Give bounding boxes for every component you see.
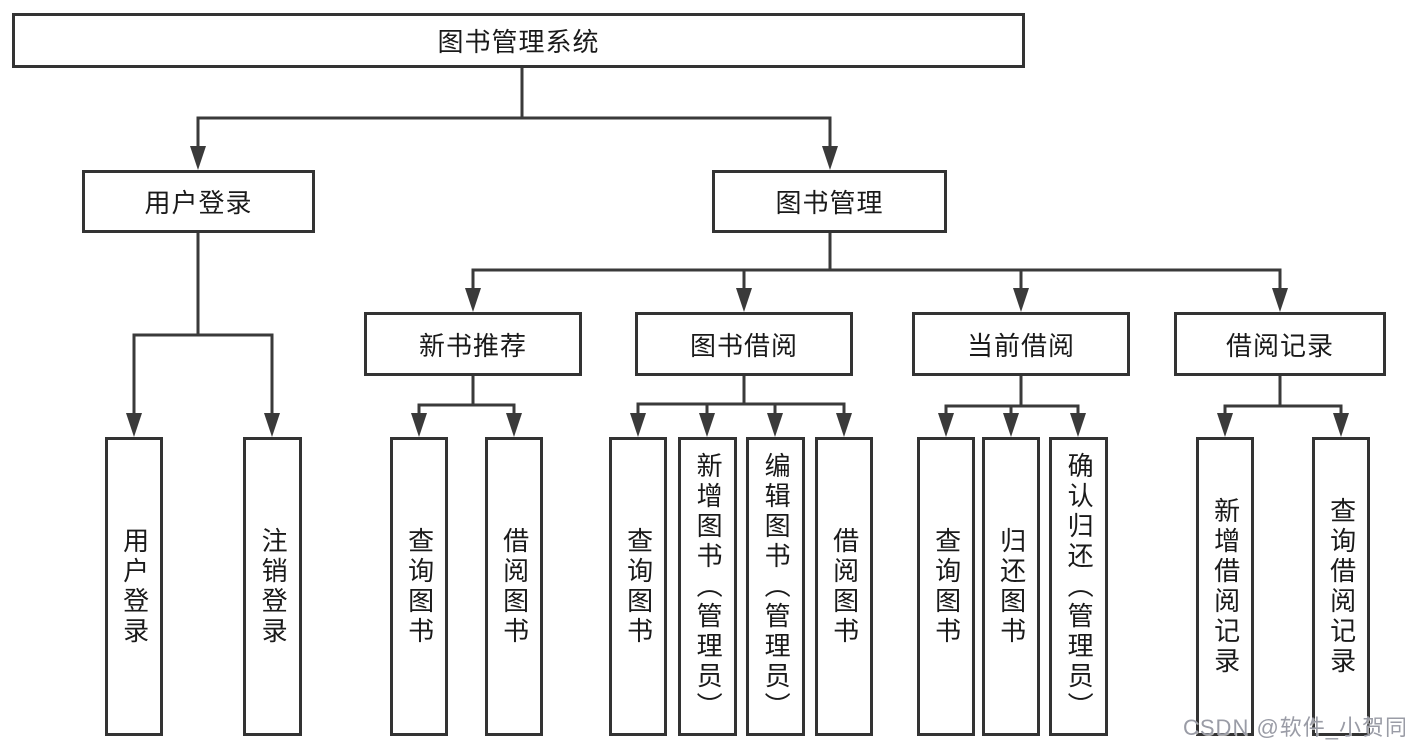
- node-user-login: 用户登录: [82, 170, 315, 233]
- arrow-icon: [506, 413, 522, 437]
- leaf-label: 新增借阅记录: [1210, 496, 1241, 677]
- connector-root-to-level2: [196, 66, 832, 152]
- leaf-return-books: 归还图书: [982, 437, 1040, 736]
- leaf-label: 借阅图书: [829, 526, 860, 647]
- arrow-icon: [630, 413, 646, 437]
- leaf-label: 查询借阅记录: [1326, 496, 1357, 677]
- leaf-label: 注销登录: [258, 526, 289, 647]
- connector-user-login-to-leaves: [132, 231, 274, 418]
- node-new-book-recommend: 新书推荐: [364, 312, 582, 376]
- leaf-confirm-return-admin: 确认归还（管理员）: [1049, 437, 1108, 736]
- arrow-icon: [1070, 413, 1086, 437]
- arrow-icon: [264, 413, 280, 437]
- arrow-icon: [938, 413, 954, 437]
- leaf-label: 查询图书: [623, 526, 654, 647]
- leaf-add-borrow-record: 新增借阅记录: [1196, 437, 1254, 736]
- arrow-icon: [1272, 288, 1288, 312]
- leaf-query-books-current: 查询图书: [917, 437, 975, 736]
- connector-book-mgmt-to-level3: [471, 231, 1282, 294]
- leaf-label: 查询图书: [404, 526, 435, 647]
- arrow-icon: [699, 413, 715, 437]
- leaf-label: 用户登录: [119, 526, 150, 647]
- leaf-label: 编辑图书（管理员）: [761, 451, 792, 722]
- leaf-label: 新增图书（管理员）: [693, 451, 724, 722]
- leaf-label: 归还图书: [996, 526, 1027, 647]
- node-book-borrow: 图书借阅: [635, 312, 853, 376]
- arrow-icon: [126, 413, 142, 437]
- arrow-icon: [767, 413, 783, 437]
- arrow-icon: [190, 146, 206, 170]
- connector-book-borrow-to-leaves: [636, 374, 846, 418]
- connector-borrow-records-to-leaves: [1223, 374, 1343, 418]
- leaf-edit-books-admin: 编辑图书（管理员）: [746, 437, 805, 736]
- node-root-library-system: 图书管理系统: [12, 13, 1025, 68]
- watermark: CSDN @软件_小贺同学: [1183, 715, 1405, 740]
- arrow-icon: [1013, 288, 1029, 312]
- leaf-add-books-admin: 新增图书（管理员）: [678, 437, 737, 736]
- node-borrow-records: 借阅记录: [1174, 312, 1386, 376]
- connector-current-borrow-to-leaves: [944, 374, 1080, 418]
- arrow-icon: [411, 413, 427, 437]
- connector-new-book-to-leaves: [417, 374, 516, 418]
- leaf-borrow-books-recommend: 借阅图书: [485, 437, 543, 736]
- arrow-icon: [836, 413, 852, 437]
- node-current-borrow: 当前借阅: [912, 312, 1130, 376]
- leaf-label: 查询图书: [931, 526, 962, 647]
- arrow-icon: [736, 288, 752, 312]
- leaf-logout: 注销登录: [243, 437, 302, 736]
- leaf-label: 确认归还（管理员）: [1064, 451, 1095, 722]
- arrow-icon: [1003, 413, 1019, 437]
- node-book-management: 图书管理: [712, 170, 947, 233]
- leaf-label: 借阅图书: [499, 526, 530, 647]
- leaf-query-borrow-record: 查询借阅记录: [1312, 437, 1370, 736]
- leaf-query-books-recommend: 查询图书: [390, 437, 448, 736]
- arrow-icon: [465, 288, 481, 312]
- arrowheads: [126, 146, 1349, 437]
- arrow-icon: [1217, 413, 1233, 437]
- arrow-icon: [822, 146, 838, 170]
- arrow-icon: [1333, 413, 1349, 437]
- leaf-user-login: 用户登录: [105, 437, 163, 736]
- leaf-borrow-books: 借阅图书: [815, 437, 873, 736]
- leaf-query-books-borrow: 查询图书: [609, 437, 667, 736]
